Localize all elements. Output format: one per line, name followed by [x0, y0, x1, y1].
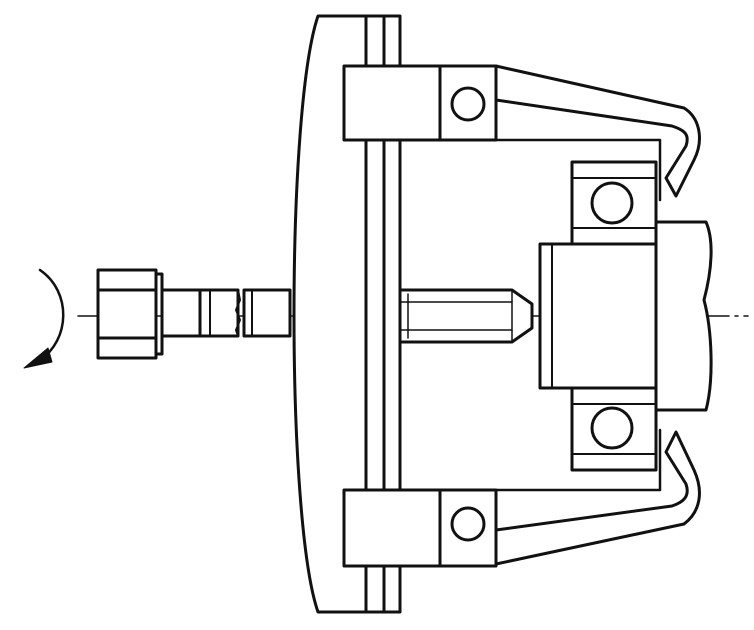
upper-ball	[590, 181, 634, 225]
shaft	[538, 220, 713, 412]
upper-pin	[450, 86, 486, 122]
lower-pin	[450, 506, 486, 542]
lower-block	[342, 488, 498, 568]
screw	[398, 288, 534, 344]
tool-stem	[160, 288, 292, 338]
bearing-upper	[570, 160, 658, 246]
lower-ball	[590, 406, 634, 450]
bearing-lower	[570, 386, 658, 472]
rotation-arrow-icon	[23, 268, 65, 369]
upper-block	[342, 64, 498, 142]
hex-head	[96, 268, 164, 360]
